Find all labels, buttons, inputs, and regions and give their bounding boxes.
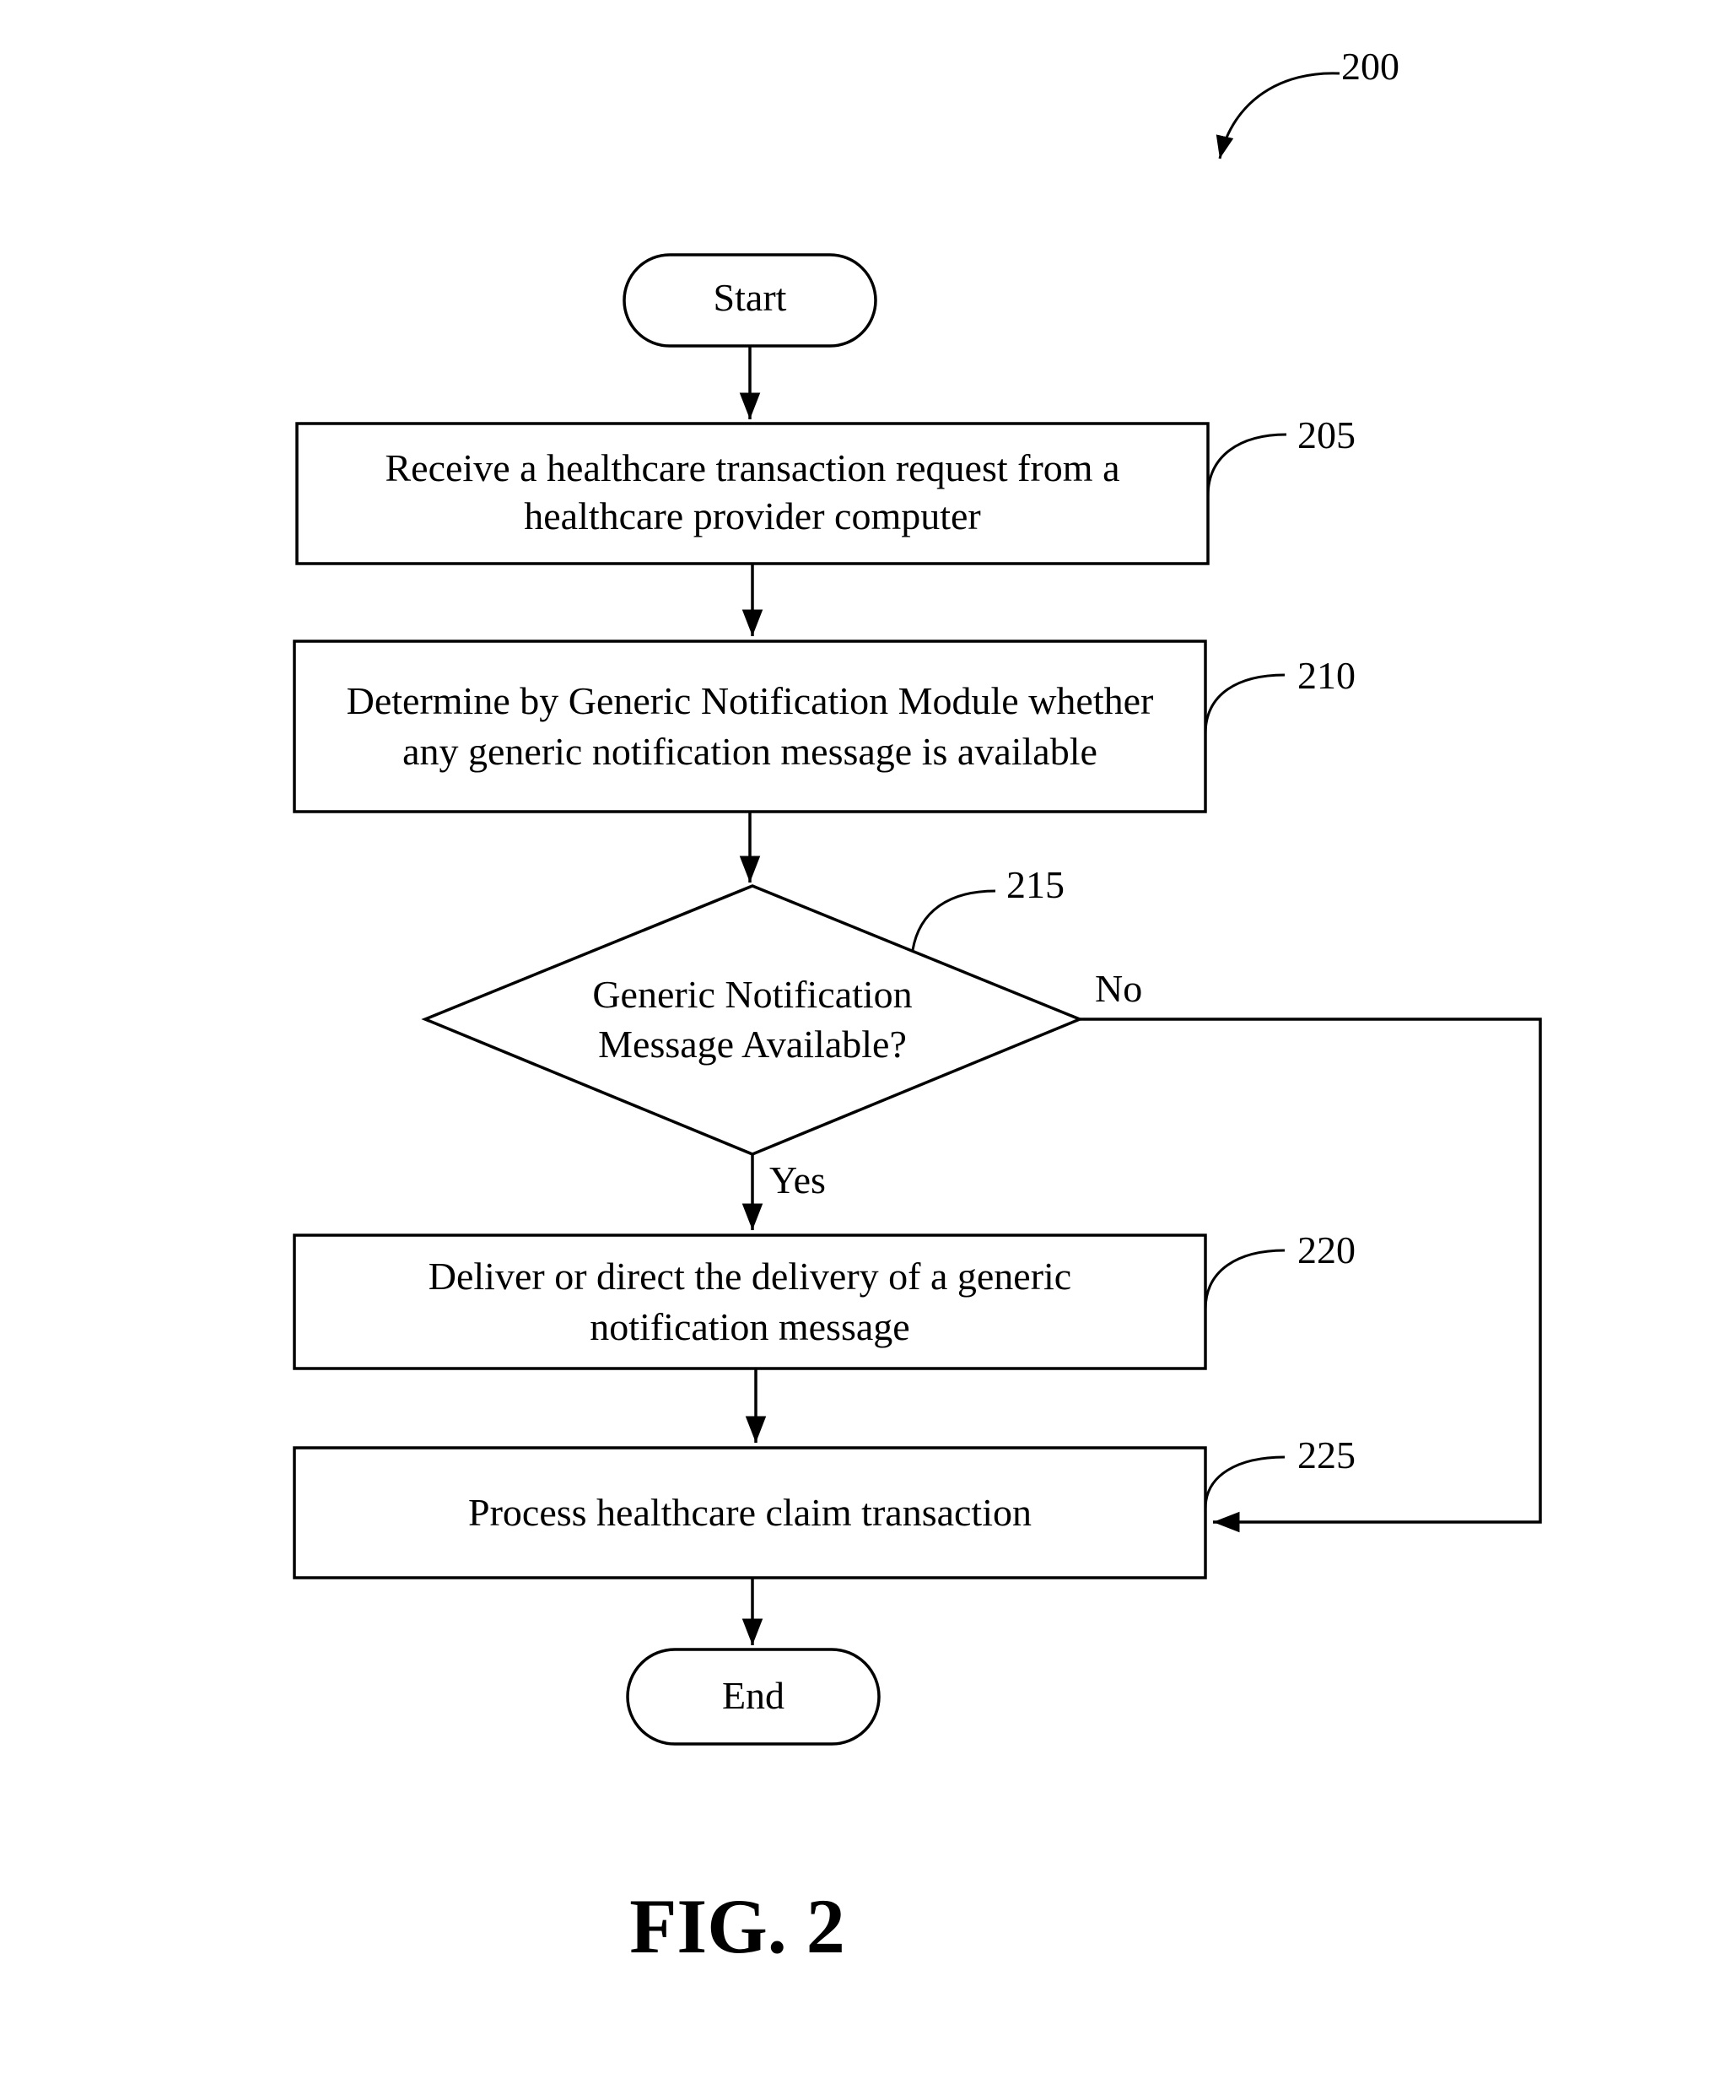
branch-no-label: No [1095, 967, 1142, 1010]
step-210-line1: Determine by Generic Notification Module… [347, 679, 1154, 722]
step-205-line1: Receive a healthcare transaction request… [385, 446, 1120, 489]
step-210-leader [1205, 675, 1285, 734]
step-225-ref: 225 [1297, 1433, 1356, 1476]
step-220-ref: 220 [1297, 1228, 1356, 1271]
decision-215-ref: 215 [1006, 863, 1065, 906]
decision-215-leader [913, 891, 995, 950]
start-label: Start [714, 276, 787, 319]
step-210-ref: 210 [1297, 654, 1356, 697]
step-205-line2: healthcare provider computer [524, 494, 981, 537]
decision-215-line2: Message Available? [598, 1023, 907, 1066]
figure-caption: FIG. 2 [629, 1883, 845, 1969]
step-220-leader [1205, 1250, 1285, 1309]
decision-215-line1: Generic Notification [592, 973, 912, 1016]
step-210-line2: any generic notification message is avai… [402, 730, 1097, 773]
step-225-leader [1205, 1457, 1285, 1509]
step-205-box [297, 424, 1208, 564]
step-220-line2: notification message [590, 1305, 909, 1348]
branch-yes-label: Yes [769, 1158, 826, 1201]
step-210-box [294, 641, 1205, 812]
decision-215-diamond [425, 886, 1080, 1154]
step-225-line1: Process healthcare claim transaction [468, 1491, 1032, 1534]
step-220-line1: Deliver or direct the delivery of a gene… [429, 1255, 1071, 1298]
step-205-ref: 205 [1297, 413, 1356, 456]
figure-ref-label: 200 [1341, 45, 1399, 88]
step-205-leader [1208, 435, 1286, 496]
end-label: End [722, 1674, 784, 1717]
figure-ref-arrow [1220, 73, 1340, 159]
